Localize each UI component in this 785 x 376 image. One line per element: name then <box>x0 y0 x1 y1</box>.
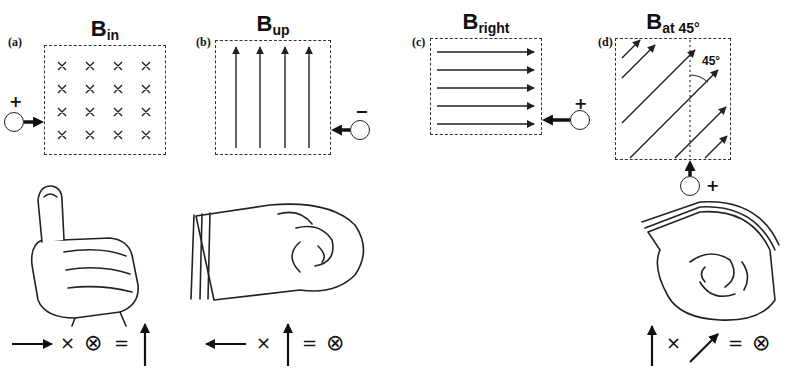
panel-label: (c) <box>412 36 425 49</box>
curled-fingers <box>64 250 132 292</box>
angle-label: 45° <box>700 55 722 68</box>
equals-sign: = <box>728 333 743 353</box>
into-page-symbol: ⊗ <box>752 331 770 355</box>
field-symbol: B <box>646 9 662 34</box>
velocity-arrow <box>24 120 38 124</box>
field-lines-up <box>236 47 309 148</box>
charge-sign: + <box>9 93 22 111</box>
charge-sign: − <box>355 103 368 121</box>
vector-arrow-up <box>144 324 146 366</box>
equals-sign: = <box>114 333 129 353</box>
hand-fist <box>32 238 138 318</box>
vector-arrow-diagonal <box>690 334 718 362</box>
angle-arc <box>690 75 708 82</box>
field-line-arrow <box>437 69 534 70</box>
cross-product-sign: × <box>256 333 271 353</box>
charge-circle: − <box>350 120 370 140</box>
charge-sign: + <box>706 177 719 195</box>
field-subscript: up <box>272 22 289 38</box>
field-line-arrow <box>622 45 655 78</box>
charge-sign: + <box>574 95 587 113</box>
field-line-arrow <box>437 51 534 52</box>
field-title: Bin <box>91 16 119 43</box>
field-symbol: B <box>91 16 107 41</box>
field-subscript: at 45° <box>662 20 700 36</box>
vector-arrow-up <box>287 324 289 366</box>
vector-arrow-right <box>12 343 52 345</box>
panel-label: (d) <box>598 36 613 49</box>
field-line-arrow <box>284 47 285 148</box>
field-subscript: right <box>478 20 509 36</box>
equals-sign: = <box>302 333 317 353</box>
thumb-nail <box>44 194 57 197</box>
velocity-arrow <box>548 118 570 122</box>
into-page-symbol: ⊗ <box>326 331 344 355</box>
charge-circle: + <box>680 176 700 196</box>
field-line-arrow <box>437 87 534 88</box>
velocity-arrow <box>688 166 692 176</box>
field-line-arrow <box>235 47 236 148</box>
field-region: Bright <box>430 38 542 135</box>
equation-arrows <box>12 324 718 366</box>
velocity-arrow <box>337 128 350 132</box>
field-line-arrow <box>675 107 726 158</box>
hand-outline <box>648 212 775 321</box>
sleeve-cuff <box>642 202 779 250</box>
field-line-arrow <box>622 40 640 58</box>
right-hand <box>642 202 779 320</box>
right-hand <box>32 186 138 326</box>
cross-product-sign: × <box>60 333 75 353</box>
field-line-arrow <box>705 136 727 158</box>
field-line-arrow <box>437 105 534 106</box>
sleeve-cuff <box>191 213 210 299</box>
charge-circle: + <box>570 110 590 130</box>
panel-label: (a) <box>8 36 22 49</box>
curled-fingers <box>278 212 333 272</box>
panel-label: (b) <box>196 36 211 49</box>
field-title: Bup <box>257 11 290 38</box>
hand-outline <box>196 204 364 300</box>
field-region: Bup <box>215 40 331 155</box>
curled-fingers <box>690 254 748 296</box>
cross-product-sign: × <box>666 333 681 353</box>
field-title: Bright <box>463 9 510 36</box>
field-line-arrow <box>437 123 534 124</box>
vector-arrow-left <box>206 343 246 345</box>
hand-wrist <box>72 312 126 326</box>
field-subscript: in <box>107 27 119 43</box>
field-symbol: B <box>463 9 479 34</box>
field-title: Bat 45° <box>646 9 699 36</box>
field-line-arrow <box>622 50 695 123</box>
field-symbol: B <box>257 11 273 36</box>
into-page-symbol: ⊗ <box>84 331 102 355</box>
field-line-arrow <box>308 47 309 148</box>
vector-arrow-up <box>651 326 653 366</box>
right-hand <box>191 204 364 300</box>
charge-circle: + <box>4 112 24 132</box>
hand-thumb <box>38 186 64 242</box>
field-line-arrow <box>259 47 260 148</box>
field-cross-marks <box>58 62 150 139</box>
field-lines-diagonal <box>622 40 727 158</box>
field-region: Bin <box>44 45 166 155</box>
field-lines-right <box>437 52 534 124</box>
field-line-arrow <box>630 70 718 158</box>
